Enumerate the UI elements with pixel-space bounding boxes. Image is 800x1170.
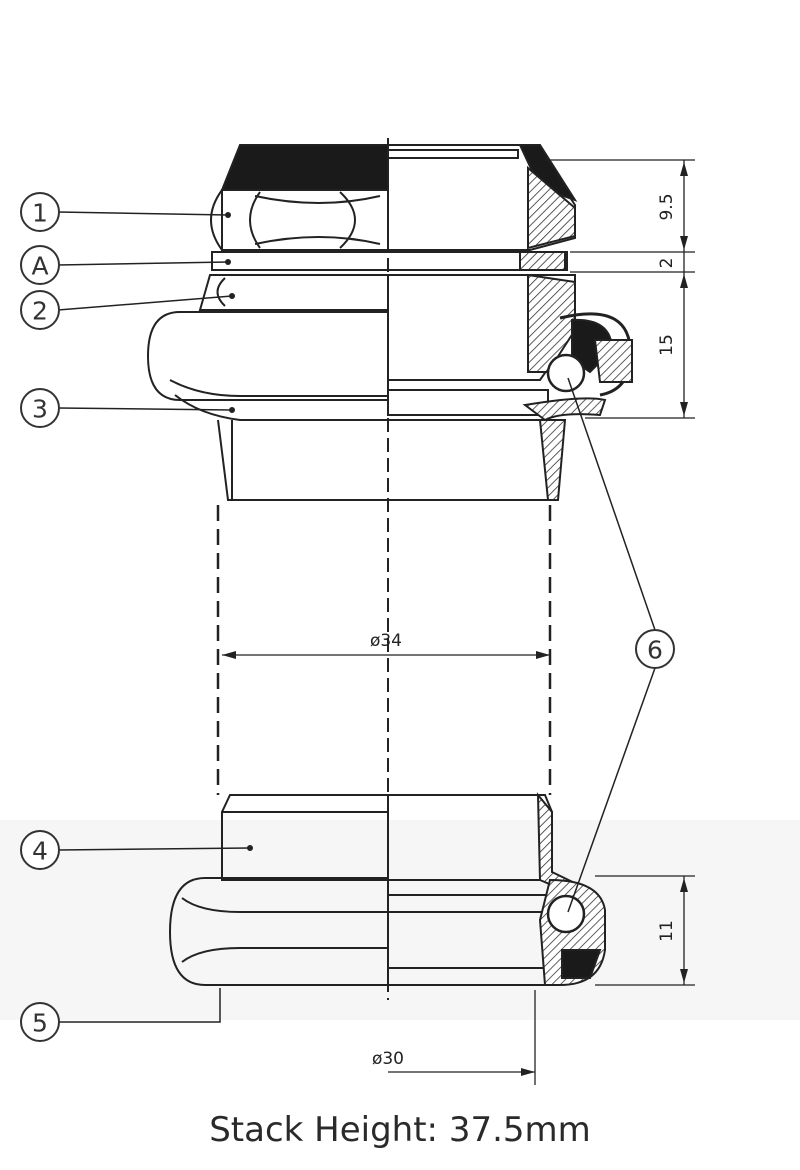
label-circle-1: [20, 192, 60, 232]
label-circle-a: [20, 245, 60, 285]
dimension-lines-horizontal: [222, 654, 550, 1085]
label-part-3: 3: [32, 395, 48, 424]
dim-spacer: 2: [657, 258, 677, 269]
label-circle-2: [20, 290, 60, 330]
dim-upper-cup: 15: [657, 334, 677, 356]
dim-head-tube-diameter: ø34: [370, 631, 402, 651]
dimension-arrows-horizontal: [222, 651, 550, 1076]
label-circle-6: [635, 629, 675, 669]
leader-dots: [225, 212, 253, 851]
stack-height-caption: Stack Height: 37.5mm: [209, 1110, 591, 1150]
label-circle-5: [20, 1002, 60, 1042]
label-circle-4: [20, 830, 60, 870]
upper-head-cup: [217, 397, 607, 501]
dim-lower-cup: 11: [657, 920, 677, 942]
dimension-arrows-right: [680, 162, 688, 983]
dim-crown-diameter: ø30: [372, 1049, 404, 1069]
label-part-6: 6: [647, 636, 663, 665]
crown-race: [168, 877, 606, 986]
label-part-4: 4: [32, 837, 48, 866]
label-part-1: 1: [32, 199, 48, 228]
label-part-5: 5: [32, 1009, 48, 1038]
leader-lines: [57, 211, 656, 1023]
top-locknut: [210, 144, 578, 251]
upper-cup: [146, 311, 633, 421]
head-tube: [216, 505, 552, 795]
lower-head-cup: [221, 792, 587, 897]
dimension-lines-right: [545, 159, 695, 986]
label-circle-3: [20, 388, 60, 428]
bottom-shade: [0, 820, 800, 1020]
label-part-2: 2: [32, 297, 48, 326]
label-part-a: A: [31, 252, 48, 281]
spacer: [211, 251, 568, 271]
dim-top-nut: 9.5: [657, 193, 677, 220]
